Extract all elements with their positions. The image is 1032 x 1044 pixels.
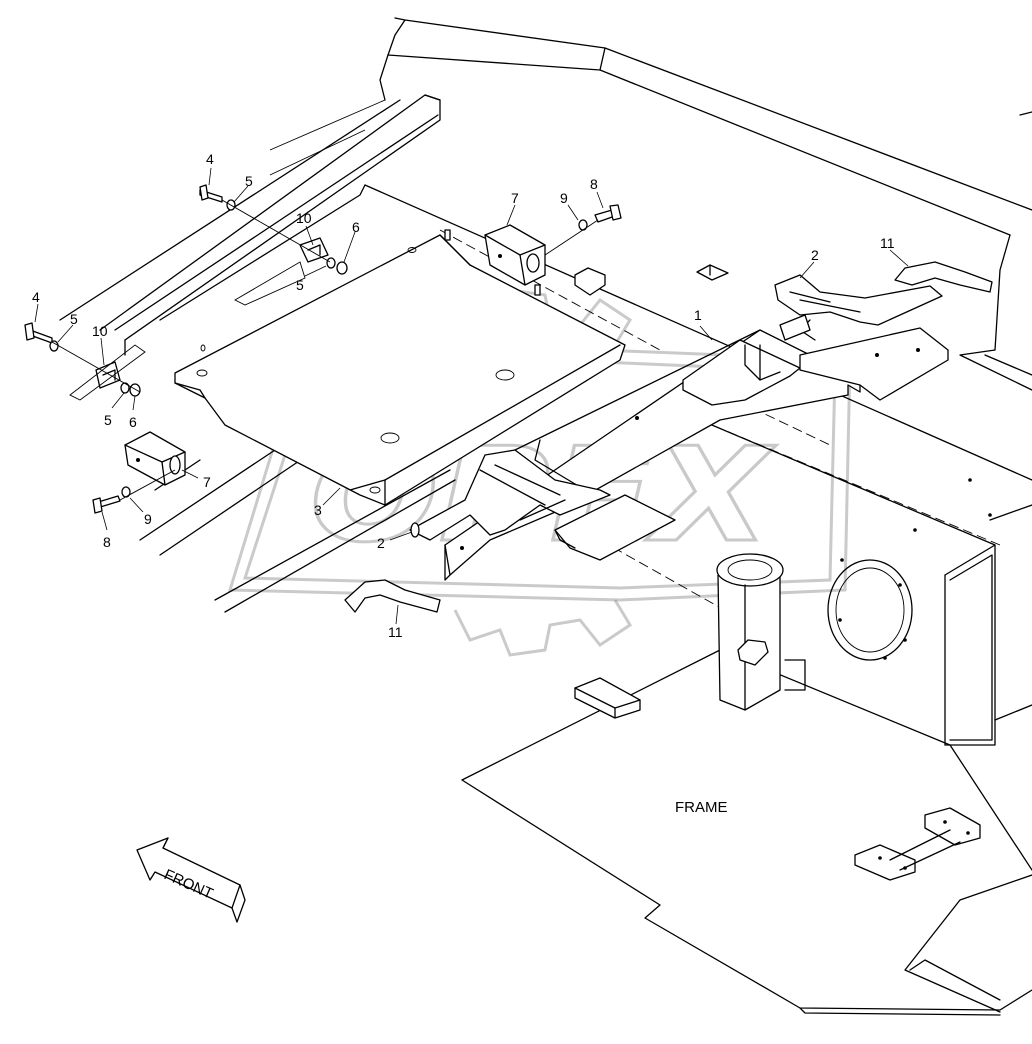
callout-10: 10	[92, 323, 108, 339]
assembly-lines	[51, 199, 599, 501]
callout-8: 8	[590, 176, 598, 192]
part-11-seals	[344, 261, 993, 613]
callout-7: 7	[511, 190, 519, 206]
callout-9: 9	[144, 511, 152, 527]
callout-7: 7	[203, 474, 211, 490]
callout-3: 3	[314, 502, 322, 518]
frame-structure	[59, 17, 1032, 746]
callout-9: 9	[560, 190, 568, 206]
callout-4: 4	[206, 151, 214, 167]
callout-11: 11	[388, 624, 403, 640]
callout-8: 8	[103, 534, 111, 550]
part-3-cover-plate	[174, 234, 626, 506]
small-brackets	[444, 229, 811, 341]
part-10-clips	[69, 237, 329, 401]
bolts	[24, 184, 622, 514]
part-1-bracket	[444, 327, 949, 581]
callout-4: 4	[32, 289, 40, 305]
frame-label: FRAME	[675, 799, 728, 816]
callout-1: 1	[694, 307, 702, 323]
callout-2: 2	[377, 535, 385, 551]
vertical-post	[716, 553, 806, 711]
callout-5: 5	[296, 277, 304, 293]
callout-6: 6	[352, 219, 360, 235]
part-7-clamp-upper	[484, 224, 546, 286]
callout-numbers: 4 5 10 6 5 4 5 10 5 6 7 9 8 7 9 8 3 2 2 …	[32, 151, 895, 640]
part-2-lever-guides	[409, 274, 943, 541]
callout-6: 6	[129, 414, 137, 430]
callout-2: 2	[811, 247, 819, 263]
part-7-clamp-lower	[124, 431, 186, 486]
callout-5: 5	[104, 412, 112, 428]
callout-11: 11	[880, 235, 895, 251]
callout-5: 5	[70, 311, 78, 327]
front-arrow: FRONT	[136, 837, 246, 923]
callout-5: 5	[245, 173, 253, 189]
callout-leaders	[34, 167, 909, 625]
callout-10: 10	[296, 210, 312, 226]
frame-floor-plate: FRAME	[461, 649, 1032, 1016]
